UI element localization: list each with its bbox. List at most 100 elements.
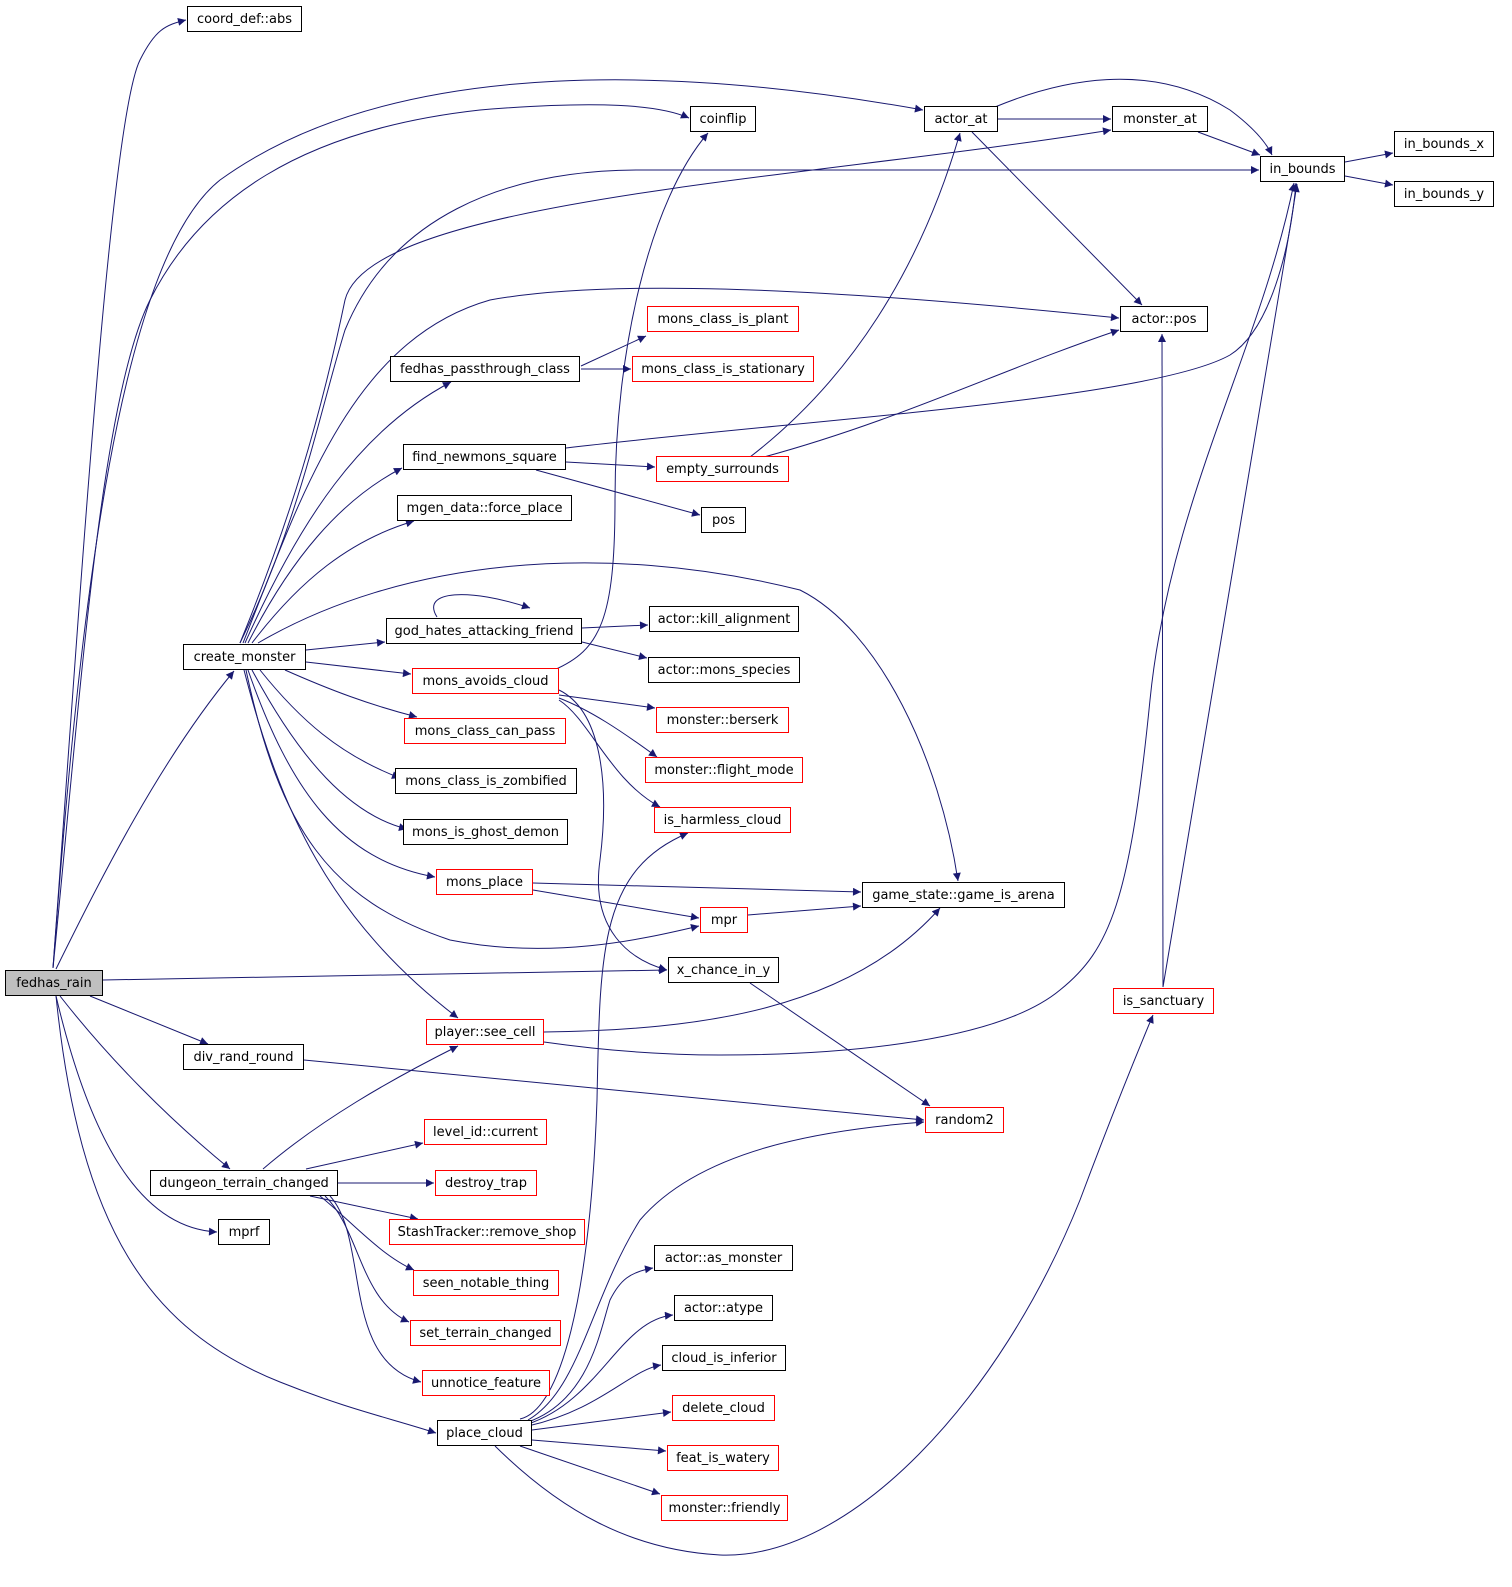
edge-create_monster-force_place xyxy=(251,519,415,644)
edge-find_newmons_square-pos xyxy=(535,469,701,517)
node-in-bounds-y[interactable]: in_bounds_y xyxy=(1394,181,1494,207)
node-game-state-game-is-arena[interactable]: game_state::game_is_arena xyxy=(862,882,1065,908)
edge-create_monster-in_bounds xyxy=(239,166,1259,644)
edge-create_monster-mons_is_ghost_demon xyxy=(251,669,408,831)
edge-div_rand_round-random2 xyxy=(303,1059,925,1124)
edge-fedhas_rain-div_rand_round xyxy=(89,995,209,1045)
node-unnotice-feature[interactable]: unnotice_feature xyxy=(422,1370,550,1396)
node-mgen-data-force-place[interactable]: mgen_data::force_place xyxy=(397,495,572,521)
node-find-newmons-square[interactable]: find_newmons_square xyxy=(403,444,566,470)
node-actor-atype[interactable]: actor::atype xyxy=(674,1295,773,1321)
edge-fedhas_rain-place_cloud xyxy=(55,995,437,1435)
node-mons-is-ghost-demon[interactable]: mons_is_ghost_demon xyxy=(403,819,568,845)
edge-find_newmons_square-empty_surrounds xyxy=(565,461,656,471)
edge-create_monster-mons_class_is_zombified xyxy=(259,669,401,779)
node-actor-as-monster[interactable]: actor::as_monster xyxy=(654,1245,793,1271)
edge-dungeon_terrain_changed-seen_notable_thing xyxy=(319,1195,415,1271)
node-monster-at[interactable]: monster_at xyxy=(1112,106,1208,132)
edge-dungeon_terrain_changed-unnotice_feature xyxy=(329,1195,422,1384)
edge-empty_surrounds-actor_at xyxy=(749,132,962,458)
edge-god_hates_attacking_friend-kill_alignment xyxy=(581,621,649,630)
edge-place_cloud-as_monster xyxy=(527,1265,654,1423)
node-coord-def-abs[interactable]: coord_def::abs xyxy=(187,6,302,32)
edge-create_monster-fedhas_passthrough_class xyxy=(244,381,452,644)
node-fedhas-rain[interactable]: fedhas_rain xyxy=(5,970,103,996)
edge-player_see_cell-in_bounds xyxy=(543,182,1297,1056)
node-mpr[interactable]: mpr xyxy=(700,907,748,933)
node-delete-cloud[interactable]: delete_cloud xyxy=(672,1395,775,1421)
node-monster-friendly[interactable]: monster::friendly xyxy=(661,1495,788,1521)
node-monster-berserk[interactable]: monster::berserk xyxy=(656,707,789,733)
node-x-chance-in-y[interactable]: x_chance_in_y xyxy=(668,957,779,983)
edge-god_hates_attacking_friend-self xyxy=(433,594,531,618)
node-is-harmless-cloud[interactable]: is_harmless_cloud xyxy=(654,807,791,833)
node-cloud-is-inferior[interactable]: cloud_is_inferior xyxy=(662,1345,786,1371)
node-actor-at[interactable]: actor_at xyxy=(924,106,998,132)
edge-monster_at-in_bounds xyxy=(1197,131,1261,156)
edge-player_see_cell-game_is_arena xyxy=(543,907,941,1033)
node-div-rand-round[interactable]: div_rand_round xyxy=(183,1044,304,1070)
edge-dungeon_terrain_changed-set_terrain_changed xyxy=(324,1195,410,1323)
node-empty-surrounds[interactable]: empty_surrounds xyxy=(656,456,789,482)
edge-empty_surrounds-actor_pos xyxy=(763,328,1120,458)
edge-create_monster-monster_at xyxy=(239,127,1112,644)
edge-create_monster-mons_place xyxy=(247,669,436,880)
node-coinflip[interactable]: coinflip xyxy=(690,106,756,132)
node-destroy-trap[interactable]: destroy_trap xyxy=(435,1170,537,1196)
node-mons-class-is-stationary[interactable]: mons_class_is_stationary xyxy=(632,356,814,382)
node-dungeon-terrain-changed[interactable]: dungeon_terrain_changed xyxy=(150,1170,338,1196)
node-in-bounds-x[interactable]: in_bounds_x xyxy=(1394,131,1494,157)
node-place-cloud[interactable]: place_cloud xyxy=(437,1420,532,1446)
node-mons-place[interactable]: mons_place xyxy=(436,869,533,895)
edge-find_newmons_square-in_bounds xyxy=(565,182,1300,449)
node-player-see-cell[interactable]: player::see_cell xyxy=(426,1019,544,1045)
edge-fedhas_rain-coinflip xyxy=(52,104,690,969)
edge-place_cloud-random2 xyxy=(527,1118,925,1421)
node-actor-mons-species[interactable]: actor::mons_species xyxy=(648,657,800,683)
edge-dungeon_terrain_changed-player_see_cell xyxy=(262,1045,459,1170)
node-monster-flight-mode[interactable]: monster::flight_mode xyxy=(645,757,803,783)
node-stashtracker-remove-shop[interactable]: StashTracker::remove_shop xyxy=(389,1219,585,1245)
edge-mons_avoids_cloud-is_harmless_cloud xyxy=(558,699,661,808)
edge-place_cloud-monster_friendly xyxy=(519,1445,661,1496)
node-god-hates-attacking-friend[interactable]: god_hates_attacking_friend xyxy=(386,618,582,644)
node-mons-avoids-cloud[interactable]: mons_avoids_cloud xyxy=(412,668,559,694)
edge-fedhas_rain-dungeon_terrain_changed xyxy=(59,995,231,1170)
edge-dungeon_terrain_changed-remove_shop xyxy=(309,1195,419,1222)
edge-create_monster-mpr xyxy=(245,669,700,949)
edge-actor_at-in_bounds xyxy=(994,78,1273,156)
edge-place_cloud-is_sanctuary xyxy=(494,1014,1154,1556)
edge-is_sanctuary-actor_pos xyxy=(1158,333,1167,988)
node-is-sanctuary[interactable]: is_sanctuary xyxy=(1113,988,1214,1014)
node-fedhas-passthrough-class[interactable]: fedhas_passthrough_class xyxy=(390,356,580,382)
edge-x_chance_in_y-random2 xyxy=(749,982,931,1107)
edge-is_sanctuary-in_bounds xyxy=(1162,183,1300,988)
edge-mons_avoids_cloud-flight_mode xyxy=(558,697,658,758)
edge-god_hates_attacking_friend-mons_species xyxy=(581,641,648,660)
edge-actor_at-actor_pos xyxy=(971,131,1143,306)
node-actor-kill-alignment[interactable]: actor::kill_alignment xyxy=(649,606,799,632)
edge-dungeon_terrain_changed-level_id_current xyxy=(305,1140,424,1170)
edge-fedhas_rain-mprf xyxy=(55,995,218,1236)
node-feat-is-watery[interactable]: feat_is_watery xyxy=(667,1445,779,1471)
node-seen-notable-thing[interactable]: seen_notable_thing xyxy=(413,1270,559,1296)
node-mons-class-can-pass[interactable]: mons_class_can_pass xyxy=(404,718,566,744)
edge-place_cloud-atype xyxy=(527,1311,674,1425)
node-mons-class-is-plant[interactable]: mons_class_is_plant xyxy=(647,306,799,332)
edge-mons_avoids_cloud-x_chance_in_y xyxy=(558,689,668,972)
node-actor-pos[interactable]: actor::pos xyxy=(1120,306,1208,332)
node-set-terrain-changed[interactable]: set_terrain_changed xyxy=(410,1320,561,1346)
node-mons-class-is-zombified[interactable]: mons_class_is_zombified xyxy=(395,768,577,794)
edge-create_monster-mons_class_can_pass xyxy=(284,669,418,719)
node-mprf[interactable]: mprf xyxy=(218,1219,270,1245)
node-in-bounds[interactable]: in_bounds xyxy=(1260,156,1345,182)
node-random2[interactable]: random2 xyxy=(925,1107,1004,1133)
edge-create_monster-god_hates_attacking_friend xyxy=(305,638,386,651)
node-level-id-current[interactable]: level_id::current xyxy=(424,1119,547,1145)
edge-place_cloud-feat_is_watery xyxy=(531,1439,667,1455)
node-create-monster[interactable]: create_monster xyxy=(183,644,306,670)
edge-mons_place-game_is_arena xyxy=(532,882,862,896)
edge-create_monster-find_newmons_square xyxy=(247,467,403,644)
node-pos[interactable]: pos xyxy=(701,507,746,533)
edge-fedhas_rain-actor_at xyxy=(52,79,924,969)
